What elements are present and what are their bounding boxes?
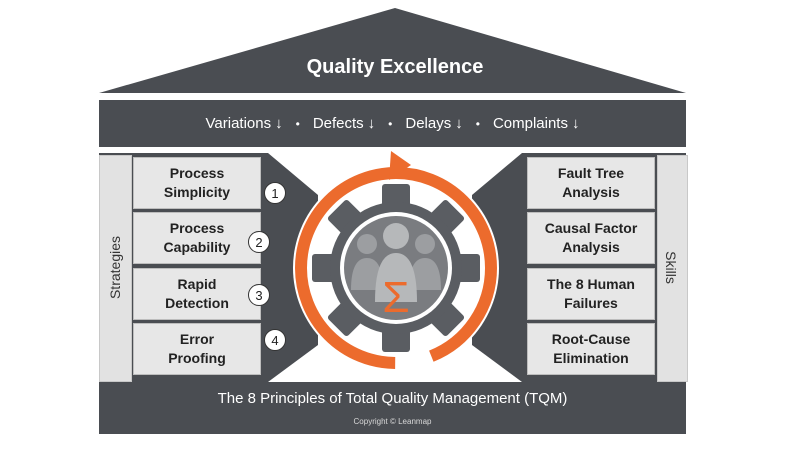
roof-title: Quality Excellence (306, 56, 484, 78)
strategy-number-badge: 4 (264, 329, 286, 351)
skill-box-human-failures: The 8 Human Failures (527, 268, 655, 320)
kpi-band-bg (99, 100, 686, 147)
strategy-number-badge: 1 (264, 182, 286, 204)
kpi-separator: • (388, 116, 393, 131)
ring-arrowhead (389, 151, 411, 180)
kpi-label: Defects (312, 115, 364, 132)
kpi-label: Complaints (492, 115, 568, 132)
base-title: The 8 Principles of Total Quality Manage… (217, 390, 568, 407)
skill-box-root-cause-elimination: Root-Cause Elimination (527, 323, 655, 375)
kpi-separator: • (475, 116, 480, 131)
base-band-bg (99, 382, 686, 434)
people-icon (351, 223, 441, 302)
kpi-label: Variations (205, 115, 272, 132)
down-arrow-icon: ↓ (455, 115, 463, 132)
kpi-item-complaints: Complaints ↓ (493, 115, 580, 132)
strategy-box-process-simplicity: Process Simplicity (133, 157, 261, 209)
gear-people-sigma-icon: Σ (293, 151, 499, 371)
kpi-item-defects: Defects ↓ (313, 115, 375, 132)
strategy-number-badge: 3 (248, 284, 270, 306)
strategy-box-process-capability: Process Capability (133, 212, 261, 264)
strategies-pillar (99, 155, 132, 382)
skills-label: Skills (663, 251, 680, 284)
roof (99, 8, 686, 93)
down-arrow-icon: ↓ (367, 115, 376, 132)
strategy-box-rapid-detection: Rapid Detection (133, 268, 261, 320)
down-arrow-icon: ↓ (275, 115, 283, 132)
down-arrow-icon: ↓ (571, 115, 580, 132)
skills-pillar (657, 155, 688, 382)
copyright-text: Copyright © Leanmap (353, 417, 432, 426)
kpi-item-delays: Delays ↓ (405, 115, 462, 132)
skill-box-fault-tree-analysis: Fault Tree Analysis (527, 157, 655, 209)
kpi-band: Variations ↓ • Defects ↓ • Delays ↓ • Co… (99, 100, 686, 147)
strategy-number-badge: 2 (248, 231, 270, 253)
strategy-box-error-proofing: Error Proofing (133, 323, 261, 375)
kpi-item-variations: Variations ↓ (206, 115, 283, 132)
sigma-symbol: Σ (382, 273, 409, 322)
kpi-label: Delays (405, 115, 452, 132)
gear-teeth (312, 184, 480, 352)
kpi-separator: • (295, 116, 300, 131)
strategies-label: Strategies (106, 235, 123, 300)
skill-box-causal-factor-analysis: Causal Factor Analysis (527, 212, 655, 264)
